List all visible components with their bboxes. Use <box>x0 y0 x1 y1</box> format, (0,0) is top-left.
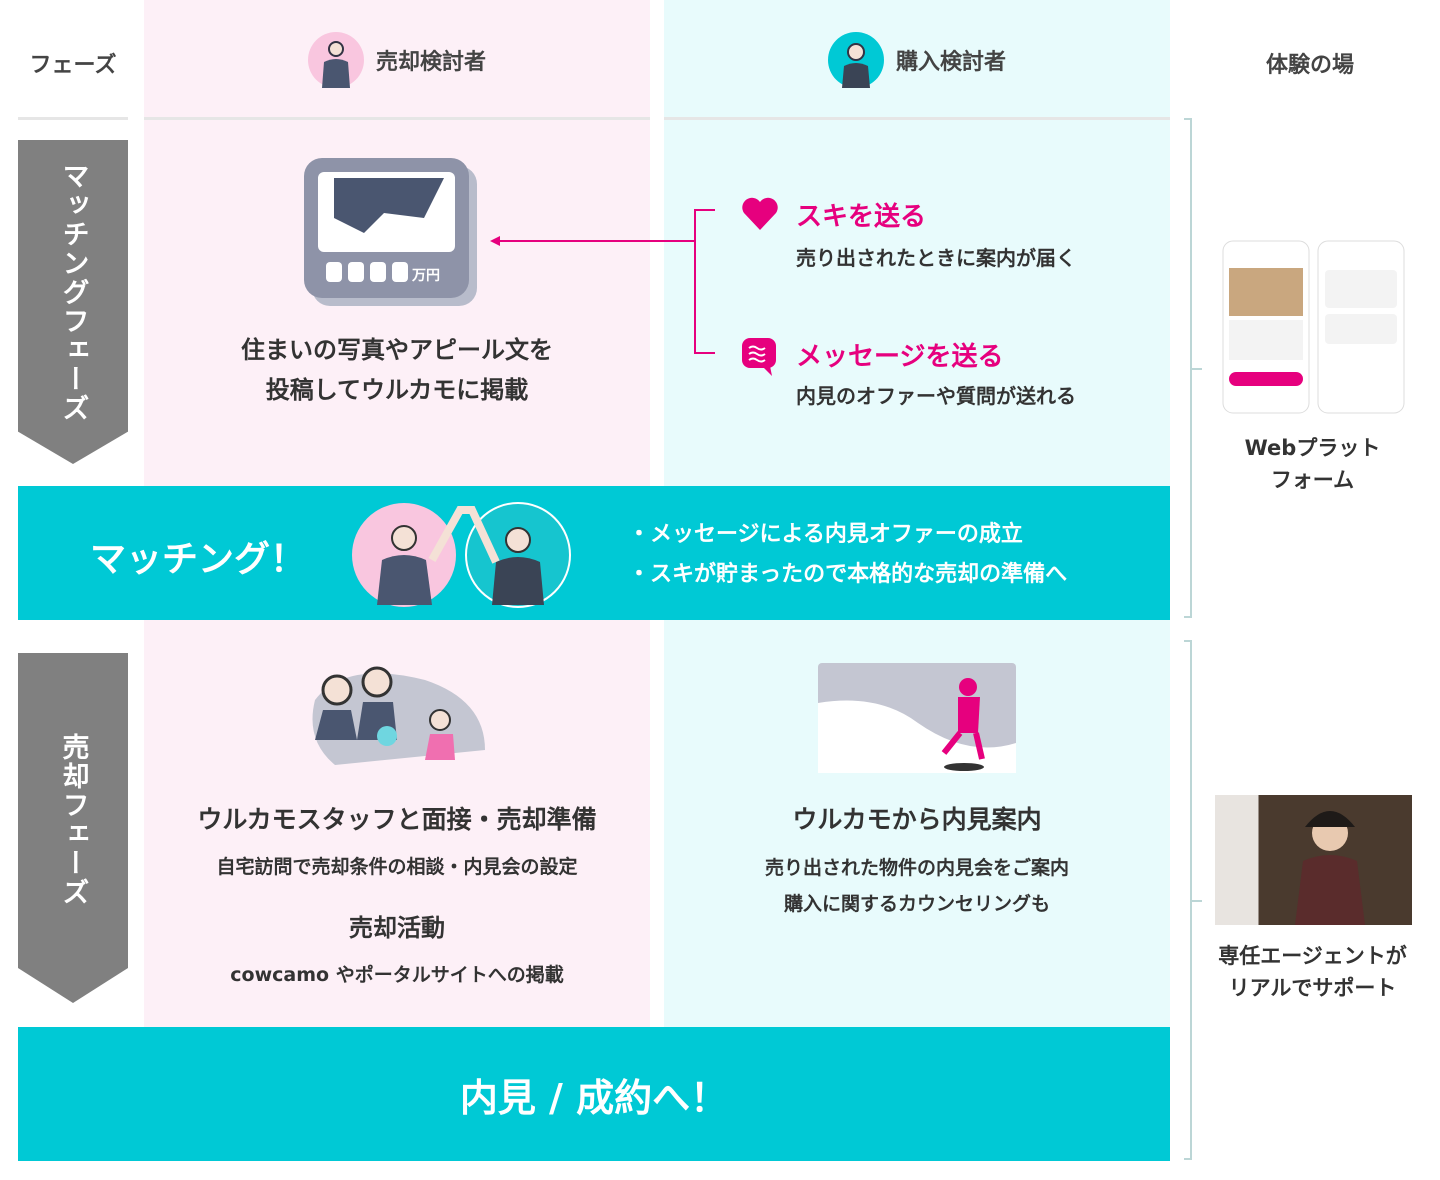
seller-avatar-icon <box>307 32 364 88</box>
selling-bracket <box>1184 640 1192 1160</box>
final-band: 内見 / 成約へ！ <box>18 1027 1170 1161</box>
web-platform-label: Webプラット フォーム <box>1244 436 1381 492</box>
matching-illustration <box>352 502 571 608</box>
seller-interview-desc: 自宅訪問で売却条件の相談・内見会の設定 <box>216 856 578 878</box>
matching-phase-arrow: マッチングフェーズ <box>18 140 128 464</box>
seller-interview-title: ウルカモスタッフと面接・売却準備 <box>197 805 597 834</box>
web-platform-screens <box>1222 240 1407 419</box>
header-buyer: 購入検討者 <box>664 30 1170 90</box>
viewing-guide-illustration <box>818 663 1018 779</box>
buyer-viewing-title: ウルカモから内見案内 <box>792 805 1042 834</box>
bracket-tick <box>1192 900 1202 902</box>
message-icon <box>742 338 776 376</box>
header-divider <box>144 117 650 120</box>
action-connector-arrow <box>490 209 715 354</box>
heart-icon <box>742 197 778 230</box>
buyer-avatar-icon <box>827 32 884 88</box>
agent-support-label: 専任エージェントが リアルでサポート <box>1218 944 1407 1000</box>
selling-activity-desc: cowcamo やポータルサイトへの掲載 <box>230 964 564 986</box>
interview-illustration <box>305 660 490 779</box>
header-divider <box>18 117 128 120</box>
listing-illustration: 万円 <box>304 158 479 312</box>
buyer-viewing-desc: 売り出された物件の内見会をご案内 購入に関するカウンセリングも <box>764 857 1069 915</box>
header-seller: 売却検討者 <box>144 30 650 90</box>
header-venue: 体験の場 <box>1265 52 1354 78</box>
matching-bracket <box>1184 118 1192 618</box>
seller-listing-text: 住まいの写真やアピール文を 投稿してウルカモに掲載 <box>241 336 553 404</box>
bracket-tick <box>1192 368 1202 370</box>
header-divider <box>664 117 1170 120</box>
selling-phase-arrow: 売却フェーズ <box>18 653 128 1003</box>
svg-text:万円: 万円 <box>411 268 440 284</box>
header-phase: フェーズ <box>29 52 117 78</box>
selling-activity-title: 売却活動 <box>349 914 445 942</box>
matching-band: マッチング！ ・メッセージによる内見オファーの成立 ・スキが貯まったので本格的な… <box>18 486 1170 620</box>
agent-photo <box>1215 795 1412 925</box>
